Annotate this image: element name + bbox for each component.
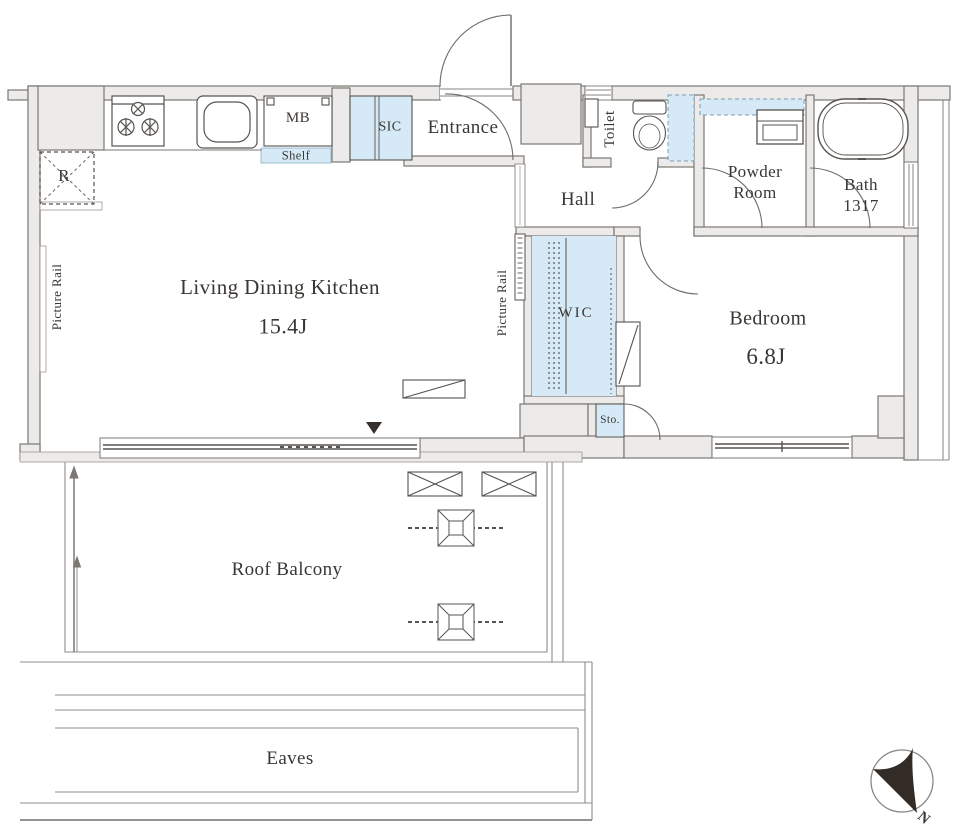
ac-unit-boxes	[407, 471, 537, 497]
ldk-size-label: 15.4J	[258, 313, 308, 339]
toilet-icon	[584, 98, 667, 151]
picture-rail-right-label: Picture Rail	[494, 269, 510, 337]
kitchen-stove-icon	[111, 95, 165, 147]
entrance-label: Entrance	[427, 117, 499, 139]
entrance-door-arc-inner	[444, 93, 514, 161]
refrigerator-label: R	[58, 166, 70, 186]
wic-hanger-rails	[548, 238, 612, 394]
roof-balcony-label: Roof Balcony	[231, 559, 343, 581]
washbasin-icon	[756, 109, 804, 145]
ldk-window	[99, 437, 421, 459]
balcony-outline	[20, 100, 950, 821]
meter-box-label: MB	[285, 110, 311, 127]
powder-room-label-2: Room	[733, 183, 777, 203]
refrigerator-box	[39, 151, 95, 205]
kitchen-sink-icon	[196, 95, 258, 149]
bath-window	[903, 161, 919, 229]
entrance-doorway	[440, 87, 513, 99]
bedroom-size-label: 6.8J	[746, 343, 786, 369]
shelf-label: Shelf	[281, 148, 311, 163]
toilet-label: Toilet	[602, 110, 619, 148]
bedroom-window	[711, 436, 853, 459]
wic-label: WIC	[558, 305, 594, 322]
ldk-hall-sliding-door	[514, 163, 526, 301]
closet-areas	[260, 94, 805, 438]
powder-room-label-1: Powder	[727, 162, 783, 182]
bedroom-label: Bedroom	[729, 307, 807, 330]
eaves-label: Eaves	[266, 748, 314, 770]
sic-label: SIC	[378, 119, 402, 135]
sic-divider	[374, 96, 380, 160]
ldk-counter	[402, 379, 466, 399]
bedroom-door-arc	[639, 235, 699, 295]
powder-room-door-arc	[701, 167, 763, 229]
storage-door-arc	[623, 403, 661, 441]
down-triangle-icon	[366, 422, 382, 434]
balcony-partition	[69, 465, 82, 652]
storage-label: Sto.	[600, 413, 620, 426]
toilet-door-arc	[611, 161, 659, 209]
bath-door-arc	[809, 167, 871, 229]
door-arcs	[439, 14, 871, 441]
picture-rail-mark	[39, 245, 47, 373]
bath-size-label: 1317	[843, 196, 879, 216]
skylight-icons	[408, 509, 504, 641]
north-arrow-icon	[873, 748, 917, 813]
toilet-window	[584, 85, 613, 101]
compass-icon	[870, 748, 934, 813]
bathtub-icon	[817, 98, 909, 160]
meter-box	[263, 95, 333, 147]
ldk-label: Living Dining Kitchen	[180, 274, 380, 299]
bath-label: Bath	[844, 175, 878, 195]
entrance-door-arc-outer	[439, 14, 512, 87]
kitchen-ledge	[39, 201, 103, 211]
hall-label: Hall	[560, 189, 596, 211]
picture-rail-left-label: Picture Rail	[49, 263, 65, 331]
wic-door-symbol	[615, 321, 641, 387]
